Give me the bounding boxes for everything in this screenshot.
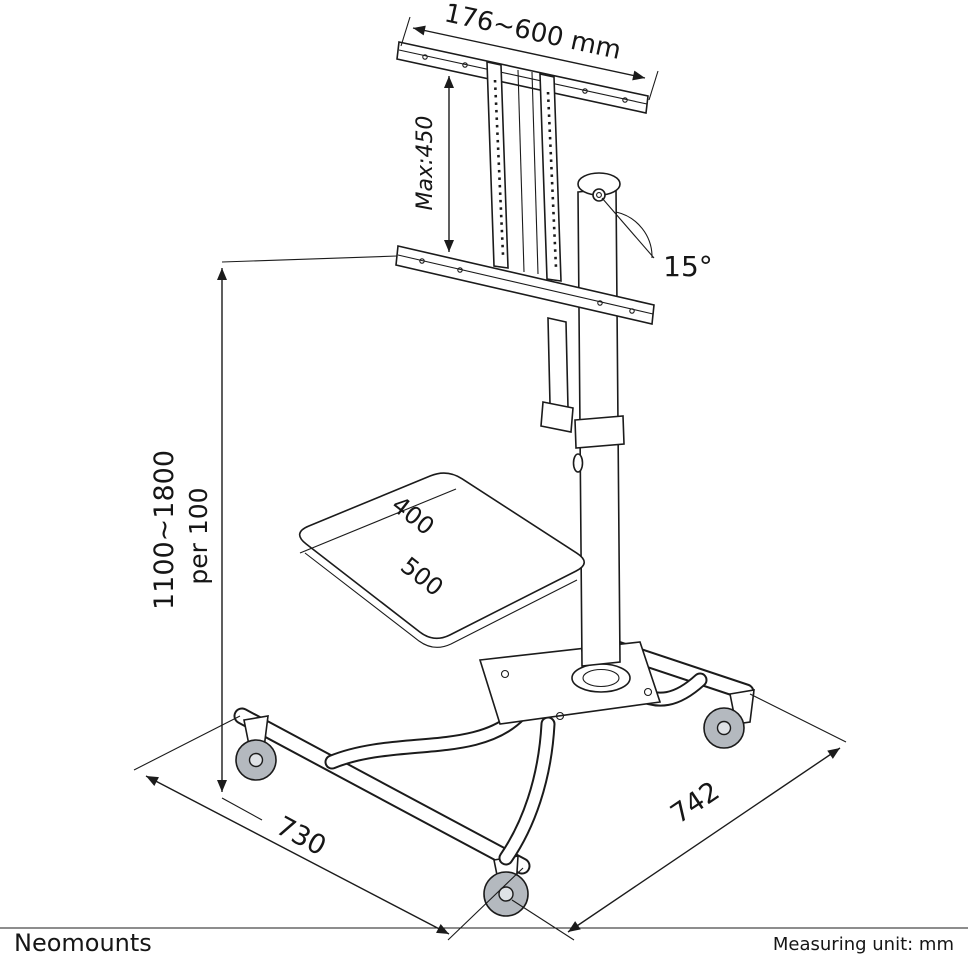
caster-front-left bbox=[483, 855, 529, 917]
shelf: 400 500 bbox=[298, 472, 585, 648]
max-height-label: Max:450 bbox=[413, 116, 438, 211]
pole-mount-collar bbox=[571, 663, 631, 693]
tilt-angle-label: 15° bbox=[663, 250, 713, 283]
top-width-label: 176~600 mm bbox=[442, 0, 624, 66]
dimension-max-height: Max:450 bbox=[413, 76, 454, 252]
dimension-base-depth: 742 bbox=[511, 693, 847, 941]
base-width-label: 730 bbox=[271, 811, 331, 863]
base-depth-label: 742 bbox=[665, 776, 725, 831]
cable-hole bbox=[572, 453, 584, 473]
caster-back-left bbox=[235, 715, 277, 781]
base-plate bbox=[478, 641, 662, 725]
height-increment-label: per 100 bbox=[184, 487, 213, 584]
caster-front-right bbox=[703, 689, 755, 749]
measuring-unit-label: Measuring unit: mm bbox=[773, 934, 954, 955]
dimension-tilt-angle: 15° bbox=[663, 250, 713, 283]
brand-logo: Neomounts bbox=[14, 929, 152, 957]
footer: Neomounts Measuring unit: mm bbox=[14, 929, 954, 957]
pole-height-collar bbox=[574, 415, 625, 449]
mount-rails bbox=[486, 61, 562, 282]
dimension-height-range: 1100~1800 per 100 bbox=[149, 255, 398, 821]
height-range-label: 1100~1800 bbox=[149, 450, 180, 610]
